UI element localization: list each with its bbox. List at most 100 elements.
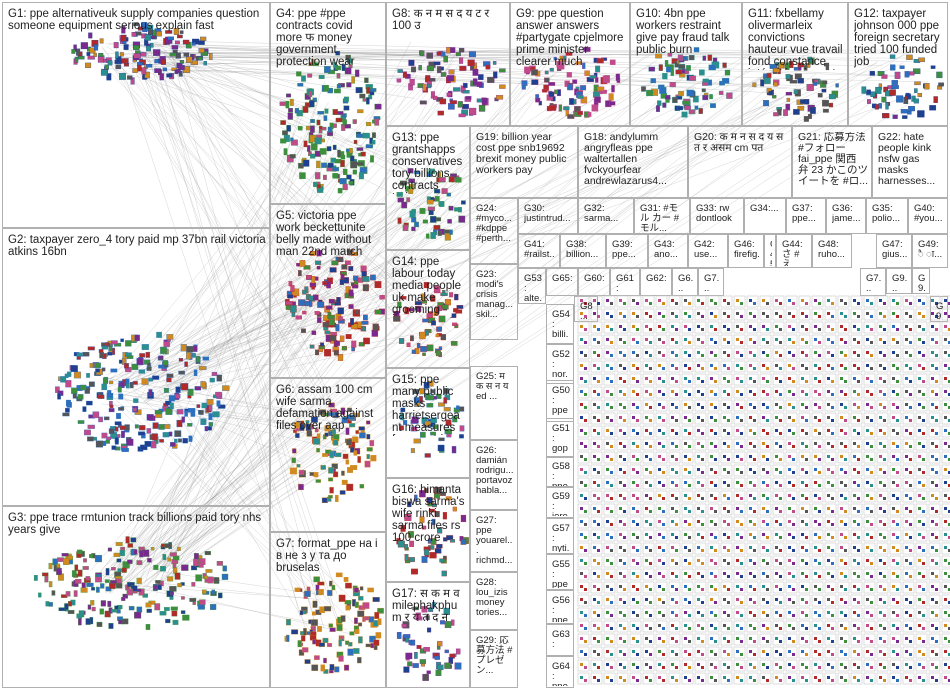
mini-group-box xyxy=(812,413,823,424)
mini-group-box xyxy=(786,556,797,567)
node xyxy=(708,55,712,61)
node xyxy=(883,510,886,513)
mini-group-box xyxy=(630,595,641,606)
node xyxy=(593,338,596,341)
node xyxy=(183,438,188,443)
node xyxy=(892,637,895,640)
node xyxy=(686,65,690,70)
node xyxy=(766,666,769,669)
mini-group-box xyxy=(669,374,680,385)
node xyxy=(840,650,843,653)
node xyxy=(330,335,336,341)
node xyxy=(801,377,804,380)
node xyxy=(334,434,340,439)
node xyxy=(714,510,717,513)
node xyxy=(844,432,847,435)
mini-group-box xyxy=(773,504,784,515)
node xyxy=(684,637,687,640)
node xyxy=(896,575,899,578)
node xyxy=(342,264,348,269)
mini-group-box xyxy=(708,582,719,593)
node xyxy=(341,408,345,415)
node xyxy=(451,341,457,345)
node xyxy=(139,370,145,374)
node xyxy=(675,614,678,617)
mini-group-box xyxy=(682,400,693,411)
node xyxy=(636,666,639,669)
mini-group-box xyxy=(747,595,758,606)
mini-group-box xyxy=(929,569,940,580)
node xyxy=(623,614,626,617)
node xyxy=(753,523,756,526)
node xyxy=(753,627,756,630)
node xyxy=(827,520,830,523)
mini-group-box xyxy=(773,595,784,606)
mini-group-box xyxy=(916,504,927,515)
node xyxy=(879,520,882,523)
node xyxy=(701,302,704,305)
node xyxy=(569,98,574,104)
mini-group-box xyxy=(695,517,706,528)
node xyxy=(882,75,888,79)
node xyxy=(593,299,596,302)
node xyxy=(146,603,151,607)
node xyxy=(779,562,782,565)
node xyxy=(131,538,136,543)
node xyxy=(393,316,400,321)
node xyxy=(623,640,626,643)
mini-group-box xyxy=(799,530,810,541)
mini-group-box xyxy=(591,478,602,489)
mini-group-box xyxy=(773,673,784,684)
node xyxy=(102,368,105,371)
node xyxy=(909,614,912,617)
node xyxy=(610,328,613,331)
mini-group-box xyxy=(604,530,615,541)
node xyxy=(701,549,704,552)
node xyxy=(684,416,687,419)
node xyxy=(636,601,639,604)
node xyxy=(412,350,416,354)
node xyxy=(909,315,912,318)
node xyxy=(710,507,713,510)
node xyxy=(944,338,947,341)
node xyxy=(649,328,652,331)
node xyxy=(139,551,143,558)
node xyxy=(665,95,670,99)
mini-group-box xyxy=(929,400,940,411)
node xyxy=(805,445,808,448)
node xyxy=(918,572,921,575)
node xyxy=(166,408,173,415)
node xyxy=(367,434,371,439)
node xyxy=(610,510,613,513)
node xyxy=(879,676,882,679)
node xyxy=(909,679,912,682)
node xyxy=(792,497,795,500)
node xyxy=(671,364,674,367)
node xyxy=(597,666,600,669)
node xyxy=(684,533,687,536)
node xyxy=(699,108,703,113)
node xyxy=(584,523,587,526)
node xyxy=(675,341,678,344)
mini-group-box xyxy=(916,608,927,619)
node xyxy=(779,614,782,617)
node xyxy=(658,663,661,666)
mini-group-box xyxy=(916,673,927,684)
node xyxy=(636,484,639,487)
node xyxy=(883,458,886,461)
node xyxy=(740,458,743,461)
node xyxy=(740,562,743,565)
node xyxy=(94,53,97,57)
mini-group-box xyxy=(760,608,771,619)
mini-group-box xyxy=(916,387,927,398)
node xyxy=(753,497,756,500)
mini-group-box xyxy=(734,647,745,658)
node xyxy=(749,416,752,419)
node xyxy=(818,510,821,513)
node xyxy=(714,419,717,422)
node xyxy=(170,403,174,409)
node xyxy=(658,325,661,328)
node xyxy=(766,328,769,331)
node xyxy=(853,299,856,302)
node xyxy=(127,589,133,596)
